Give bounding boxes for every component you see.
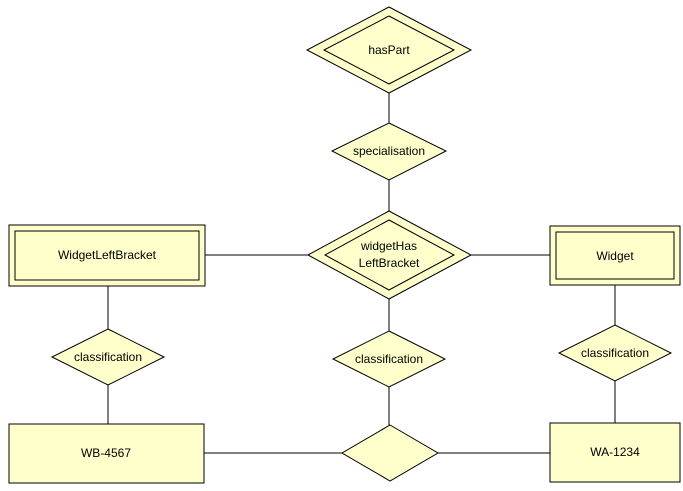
entity-widget-label: Widget — [596, 249, 634, 263]
relationship-widgethasleftbracket-label-line2: LeftBracket — [359, 256, 420, 270]
entity-wb-4567[interactable]: WB-4567 — [8, 423, 205, 484]
relationship-specialisation[interactable]: specialisation — [330, 122, 448, 181]
connectors — [107, 93, 616, 454]
relationship-classification-center[interactable]: classification — [331, 330, 447, 388]
relationship-classification-right[interactable]: classification — [557, 324, 673, 382]
entity-widget[interactable]: Widget — [549, 225, 681, 286]
relationship-classification-right-label: classification — [581, 346, 649, 360]
relationship-bottom-unlabeled[interactable] — [341, 424, 439, 482]
relationship-widgethasleftbracket-label-line1: widgetHas — [360, 239, 417, 253]
entity-wa-1234[interactable]: WA-1234 — [549, 422, 681, 483]
relationship-classification-left-label: classification — [74, 350, 142, 364]
relationship-specialisation-label: specialisation — [353, 144, 425, 158]
relationship-haspart[interactable]: hasPart — [305, 6, 473, 94]
relationship-widgethasleftbracket[interactable]: widgetHas LeftBracket — [306, 210, 473, 300]
entity-widgetleftbracket[interactable]: WidgetLeftBracket — [8, 224, 206, 287]
entity-wa-1234-label: WA-1234 — [590, 445, 640, 459]
entity-widgetleftbracket-label: WidgetLeftBracket — [58, 248, 157, 262]
relationship-haspart-label: hasPart — [368, 43, 410, 57]
relationship-classification-left[interactable]: classification — [50, 328, 166, 386]
relationship-classification-center-label: classification — [355, 352, 423, 366]
entity-wb-4567-label: WB-4567 — [81, 446, 131, 460]
